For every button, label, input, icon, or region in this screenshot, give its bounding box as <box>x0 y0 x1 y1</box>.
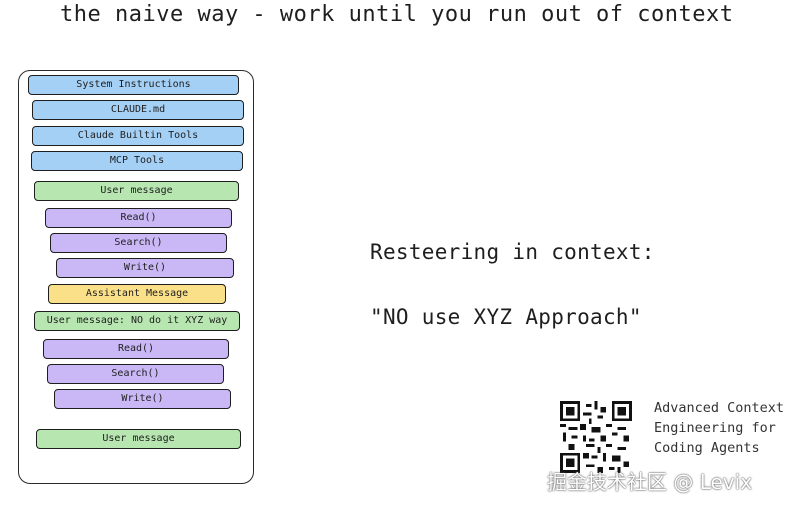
context-block-mcp-tools: MCP Tools <box>31 151 243 171</box>
context-block-builtin-tools: Claude Builtin Tools <box>32 126 244 146</box>
promo-line-1: Advanced Context <box>654 400 785 416</box>
resteer-heading: Resteering in context: <box>370 240 655 264</box>
qr-code-icon <box>560 401 632 473</box>
watermark: 掘金技术社区 @ Levix <box>547 470 753 494</box>
course-promo: Advanced Context Engineering for Coding … <box>654 398 804 458</box>
context-block-search-call: Search() <box>47 364 224 384</box>
context-block-write-call: Write() <box>54 389 231 409</box>
promo-line-3: Coding Agents <box>654 440 760 456</box>
resteer-quote: "NO use XYZ Approach" <box>370 305 642 329</box>
context-block-write-call: Write() <box>56 258 234 278</box>
context-block-user-message: User message <box>34 181 239 201</box>
context-block-read-call: Read() <box>43 339 229 359</box>
context-block-search-call: Search() <box>50 233 227 253</box>
context-block-user-message: User message <box>36 429 241 449</box>
context-block-read-call: Read() <box>45 208 232 228</box>
context-block-system-instructions: System Instructions <box>28 75 239 95</box>
context-block-assistant-message: Assistant Message <box>48 284 226 304</box>
context-block-claude-md: CLAUDE.md <box>32 100 244 120</box>
context-block-user-resteer-message: User message: NO do it XYZ way <box>34 311 240 331</box>
promo-line-2: Engineering for <box>654 420 776 436</box>
page-title: the naive way - work until you run out o… <box>60 2 734 27</box>
